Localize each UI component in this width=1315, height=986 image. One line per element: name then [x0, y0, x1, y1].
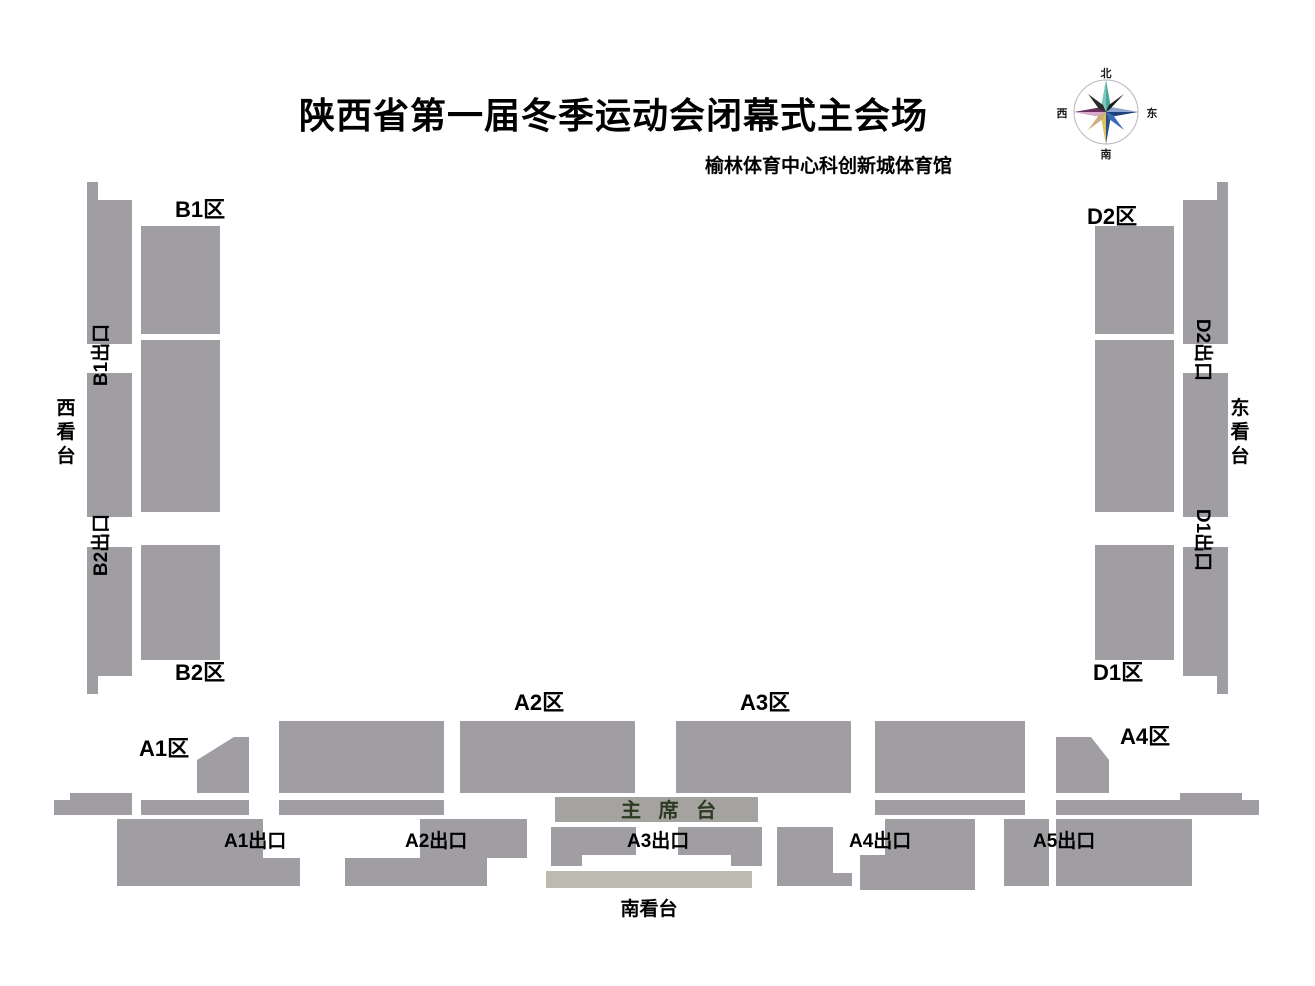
page-subtitle: 榆林体育中心科创新城体育馆: [705, 154, 952, 177]
south-lower-block-1[interactable]: [117, 819, 201, 886]
compass-rose: 北 东 南 西: [1057, 66, 1158, 161]
exit-label-a5: A5出口: [1033, 829, 1095, 852]
stand-label-west-char3: 台: [56, 444, 75, 467]
south-strip-a4[interactable]: [875, 800, 1025, 815]
stand-label-east-char2: 看: [1229, 421, 1249, 443]
compass-point-s-light: [1101, 112, 1106, 144]
east-stand-group: D2区 D1区 D2出口 D1出口 东 看 台: [1087, 182, 1250, 694]
east-outer-upper-block[interactable]: [1183, 182, 1228, 344]
west-inner-middle-strip[interactable]: [141, 340, 220, 512]
west-outer-lower-block[interactable]: [87, 547, 132, 694]
east-outer-middle-block[interactable]: [1183, 373, 1228, 517]
zone-a3-left-block[interactable]: [676, 721, 851, 793]
south-lower-block-4c[interactable]: [860, 855, 885, 890]
compass-point-se: [1106, 112, 1124, 130]
exit-label-d1: D1出口: [1192, 509, 1215, 571]
zone-b1-block[interactable]: [144, 232, 218, 334]
south-lower-block-4b[interactable]: [885, 819, 975, 890]
stand-label-west-char2: 看: [55, 421, 75, 443]
south-lower-block-1c[interactable]: [263, 858, 300, 886]
exit-label-b1: B1出口: [89, 324, 112, 386]
compass-point-n-light: [1101, 80, 1106, 112]
stand-label-east-char1: 东: [1230, 396, 1249, 419]
compass-label-west: 西: [1057, 107, 1068, 120]
zone-a1-block[interactable]: [197, 737, 249, 793]
south-strip-a2[interactable]: [279, 800, 444, 815]
east-outer-lower-block[interactable]: [1183, 547, 1228, 694]
exit-label-a4: A4出口: [849, 829, 911, 852]
exit-label-d2: D2出口: [1192, 319, 1215, 381]
compass-point-w-light: [1074, 112, 1106, 117]
zone-label-a2: A2区: [514, 690, 564, 715]
compass-label-east: 东: [1147, 106, 1158, 120]
zone-label-a1: A1区: [139, 736, 189, 761]
zone-label-b2: B2区: [175, 660, 225, 685]
podium-label: 主 席 台: [621, 798, 722, 822]
west-outer-upper-block[interactable]: [87, 182, 132, 344]
south-lower-block-2b[interactable]: [370, 858, 420, 886]
south-strip-far-right[interactable]: [1056, 793, 1259, 815]
west-outer-middle-block[interactable]: [87, 373, 132, 517]
compass-label-south: 南: [1101, 147, 1112, 161]
compass-point-sw: [1088, 112, 1106, 130]
zone-a3-right-block[interactable]: [875, 721, 1025, 793]
south-lower-block-5c[interactable]: [1056, 819, 1192, 886]
south-lower-block-5b[interactable]: [1004, 858, 1049, 886]
south-lower-block-3b[interactable]: [678, 827, 762, 866]
compass-label-north: 北: [1101, 66, 1112, 80]
exit-label-b2: B2出口: [89, 514, 112, 576]
zone-label-d1: D1区: [1093, 660, 1143, 685]
south-lower-block-3a[interactable]: [551, 827, 636, 866]
zone-a2-left-block[interactable]: [279, 721, 444, 793]
stand-label-south: 南看台: [620, 897, 677, 920]
west-stand-group: B1区 B2区 B1出口 B2出口 西 看 台: [55, 182, 225, 694]
compass-point-e-light: [1106, 107, 1138, 112]
south-lower-block-2e[interactable]: [443, 858, 487, 886]
stand-label-east-char3: 台: [1230, 444, 1249, 467]
south-strip-far-left[interactable]: [54, 793, 132, 815]
podium-bar[interactable]: [555, 797, 758, 822]
exit-label-a3: A3出口: [627, 829, 689, 852]
south-lower-block-2d[interactable]: [487, 819, 527, 858]
zone-d1-block[interactable]: [1097, 545, 1171, 648]
east-inner-middle-strip[interactable]: [1095, 340, 1174, 512]
zone-a4-block[interactable]: [1056, 737, 1109, 793]
zone-d2-block[interactable]: [1097, 232, 1171, 334]
zone-label-a4: A4区: [1120, 724, 1170, 749]
compass-point-ne: [1106, 94, 1124, 112]
south-lower-block-5a[interactable]: [1004, 819, 1049, 858]
compass-point-nw: [1088, 94, 1106, 112]
exit-label-a1: A1出口: [224, 829, 286, 852]
zone-label-b1: B1区: [175, 197, 225, 222]
zone-label-d2: D2区: [1087, 204, 1137, 229]
exit-label-a2: A2出口: [405, 829, 467, 852]
zone-label-a3: A3区: [740, 690, 790, 715]
stand-label-west-char1: 西: [56, 398, 75, 419]
south-strip-a1[interactable]: [141, 800, 249, 815]
south-stand-group: A1区 A2区 A3区 A4区 主 席 台 A1出口 A2出口 A3出口 A4出…: [54, 690, 1259, 920]
south-stand-bar[interactable]: [546, 871, 752, 888]
south-lower-block-1b[interactable]: [201, 819, 263, 886]
page-title: 陕西省第一届冬季运动会闭幕式主会场: [299, 95, 928, 136]
zone-b2-block[interactable]: [144, 545, 218, 648]
south-lower-block-4a[interactable]: [777, 827, 852, 886]
zone-a2-right-block[interactable]: [460, 721, 635, 793]
